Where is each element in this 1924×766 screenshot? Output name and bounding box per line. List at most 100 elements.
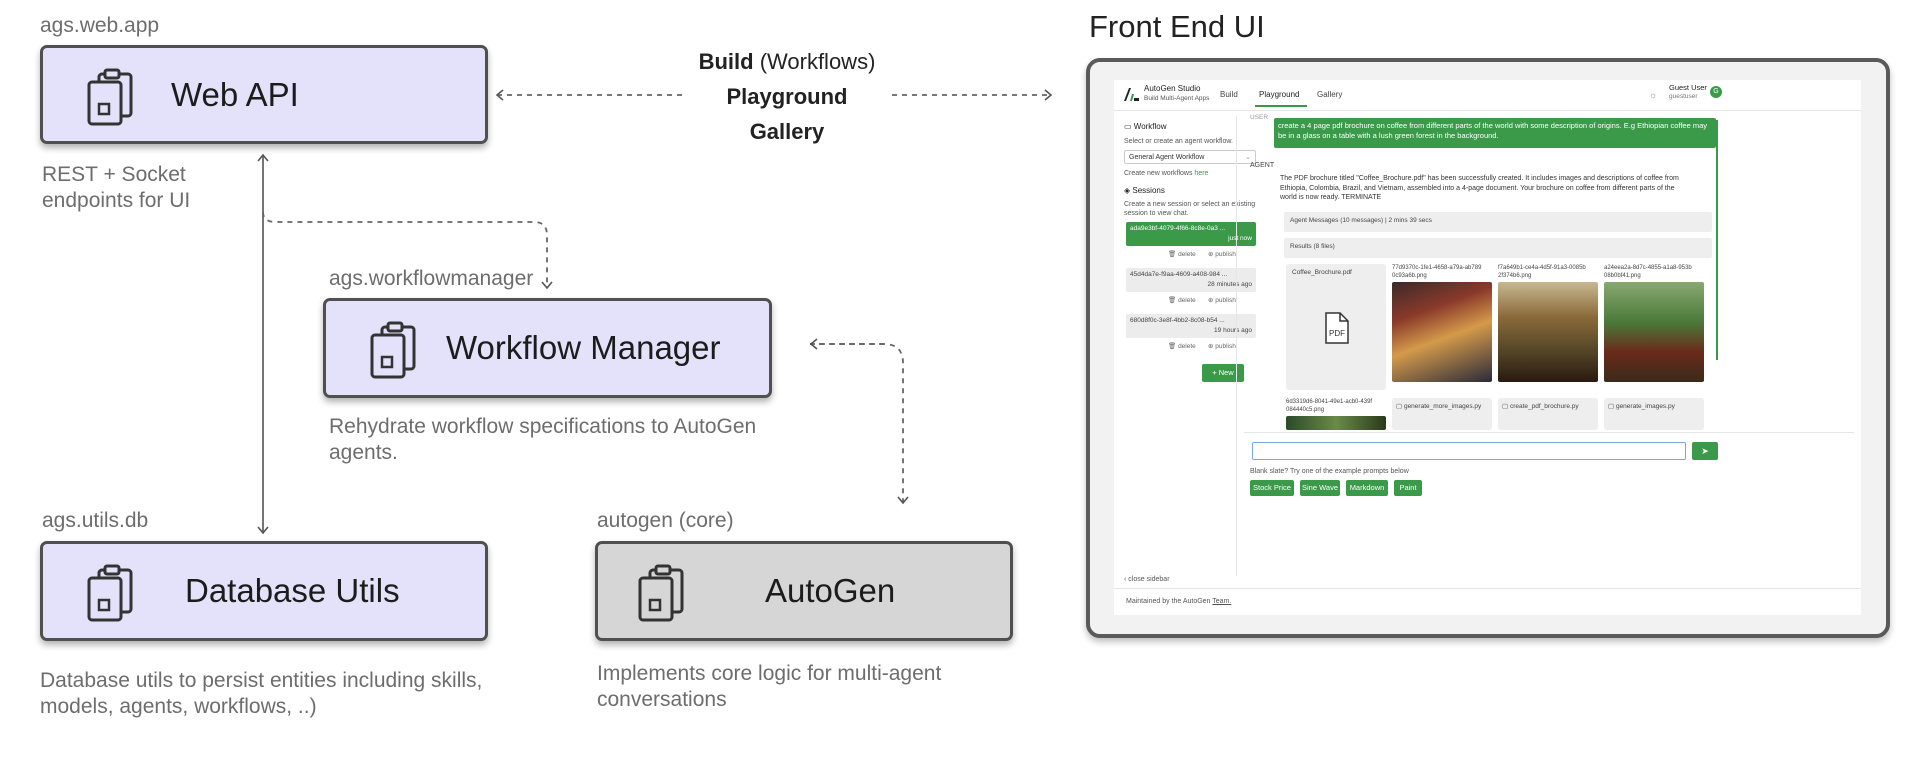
sessions-heading-text: Sessions xyxy=(1132,186,1165,195)
chevron-left-icon: ‹ xyxy=(1124,576,1129,583)
footer-divider xyxy=(1114,588,1861,589)
theme-sun-icon[interactable]: ☼ xyxy=(1649,90,1658,100)
prompt-chip-paint[interactable]: Paint xyxy=(1394,480,1422,496)
file-name: a24eea2a-8d7c-4855-a1a8-953b 08b0bf41.pn… xyxy=(1604,265,1692,279)
file-icon: ▢ xyxy=(1502,403,1510,410)
prompt-hint: Blank slate? Try one of the example prom… xyxy=(1250,468,1409,475)
workflow-hint: Select or create an agent workflow. xyxy=(1124,138,1233,145)
new-session-label: New xyxy=(1218,368,1234,377)
session-time: 28 minutes ago xyxy=(1207,281,1252,288)
tab-playground-underline xyxy=(1255,105,1307,107)
user-name: Guest User xyxy=(1669,83,1707,92)
interaction-label: Build (Workflows) Playground Gallery xyxy=(677,44,897,149)
database-package-label: ags.utils.db xyxy=(42,509,149,532)
agent-messages-summary: Agent Messages (10 messages) | 2 mins 39… xyxy=(1290,217,1432,224)
session-publish[interactable]: ⊕ publish xyxy=(1208,297,1236,304)
input-divider xyxy=(1244,432,1854,433)
new-session-button[interactable]: + New xyxy=(1202,364,1244,382)
result-image[interactable] xyxy=(1498,282,1598,382)
file-name: ▢ generate_images.py xyxy=(1608,403,1675,410)
file-name: 6d3319d6-8041-49e1-acb0-439f 084440c5.pn… xyxy=(1286,399,1373,413)
result-file-py[interactable]: ▢ generate_images.py xyxy=(1604,398,1704,430)
prompt-chip-markdown[interactable]: Markdown xyxy=(1346,480,1388,496)
create-workflow-link[interactable]: here xyxy=(1194,170,1209,177)
svg-text:PDF: PDF xyxy=(1329,329,1345,338)
session-publish[interactable]: ⊕ publish xyxy=(1208,343,1236,350)
session-item[interactable]: 680d8f0c-3e8f-4bb2-8c08-b54 ... 19 hours… xyxy=(1126,314,1256,338)
database-desc-line1: Database utils to persist entities inclu… xyxy=(40,669,483,692)
result-image[interactable] xyxy=(1392,282,1492,382)
session-id: ada9e3bf-4079-4f66-8c8e-0a3 ... xyxy=(1130,225,1226,232)
database-title: Database Utils xyxy=(185,572,400,609)
plus-icon: + xyxy=(1212,368,1219,377)
user-id: guestuser xyxy=(1669,93,1698,100)
webapi-box: Web API xyxy=(40,45,488,144)
tab-gallery[interactable]: Gallery xyxy=(1317,90,1343,99)
file-name: ▢ generate_more_images.py xyxy=(1396,403,1482,410)
footer-text: Maintained by the AutoGen xyxy=(1126,598,1213,605)
autogen-logo-icon xyxy=(1124,88,1139,101)
workflow-heading-text: Workflow xyxy=(1133,122,1167,131)
send-button[interactable]: ➤ xyxy=(1692,442,1718,460)
avatar[interactable]: G xyxy=(1710,86,1722,98)
session-id: 45d4da7e-f9aa-4609-a408-984 ... xyxy=(1130,271,1228,278)
database-desc-line2: models, agents, workflows, ..) xyxy=(40,695,317,718)
chevron-down-icon: ⌄ xyxy=(1245,154,1251,161)
result-file-py[interactable]: ▢ create_pdf_brochure.py xyxy=(1498,398,1598,430)
session-delete[interactable]: 🗑 delete xyxy=(1168,251,1196,258)
session-publish[interactable]: ⊕ publish xyxy=(1208,251,1236,258)
file-name: f7a649b1-ce4a-4d5f-91a3-0085b 2f374b6.pn… xyxy=(1498,265,1586,279)
workflowmanager-desc-line1: Rehydrate workflow specifications to Aut… xyxy=(329,415,757,438)
clipboard-icon xyxy=(87,564,133,622)
arrow-webapi-to-workflowmanager xyxy=(262,211,553,290)
tab-playground[interactable]: Playground xyxy=(1259,90,1300,99)
agent-message: The PDF brochure titled "Coffee_Brochure… xyxy=(1280,175,1679,201)
result-image[interactable] xyxy=(1286,416,1386,430)
prompt-chip-stock-price[interactable]: Stock Price xyxy=(1250,480,1294,496)
result-file-pdf[interactable]: Coffee_Brochure.pdf PDF xyxy=(1286,264,1386,390)
footer-team-link[interactable]: Team. xyxy=(1212,598,1232,605)
workflowmanager-description: Rehydrate workflow specifications to Aut… xyxy=(329,414,756,466)
database-description: Database utils to persist entities inclu… xyxy=(40,668,482,720)
results-heading: Results (8 files) xyxy=(1290,243,1335,250)
sessions-heading: ◈ Sessions xyxy=(1124,186,1165,195)
webapi-desc-line2: endpoints for UI xyxy=(42,189,191,212)
results-collapsible[interactable]: Results (8 files) xyxy=(1284,238,1712,258)
session-delete[interactable]: 🗑 delete xyxy=(1168,343,1196,350)
close-sidebar[interactable]: ‹ close sidebar xyxy=(1124,576,1170,583)
webapi-description: REST + Socket endpoints for UI xyxy=(42,162,190,214)
build-line: Build (Workflows) xyxy=(677,44,897,79)
workflow-select-value: General Agent Workflow xyxy=(1129,154,1205,161)
autogen-box: AutoGen xyxy=(595,541,1013,641)
create-workflow-prefix: Create new workflows xyxy=(1124,170,1195,177)
session-item[interactable]: ada9e3bf-4079-4f66-8c8e-0a3 ... just now xyxy=(1126,222,1256,246)
session-time: just now xyxy=(1228,235,1252,242)
session-delete[interactable]: 🗑 delete xyxy=(1168,297,1196,304)
brand-name: AutoGen Studio xyxy=(1144,84,1201,93)
file-icon: ▢ xyxy=(1396,403,1404,410)
agent-tag: AGENT xyxy=(1250,162,1275,169)
database-box: Database Utils xyxy=(40,541,488,641)
tab-build[interactable]: Build xyxy=(1220,90,1238,99)
autogen-package-label: autogen (core) xyxy=(597,509,734,532)
footer: Maintained by the AutoGen Team. xyxy=(1126,598,1231,605)
workflow-select[interactable]: General Agent Workflow ⌄ xyxy=(1124,150,1256,164)
user-message: create a 4 page pdf brochure on coffee f… xyxy=(1274,118,1716,148)
create-workflow-hint: Create new workflows here xyxy=(1124,170,1208,177)
header-divider xyxy=(1114,110,1861,111)
prompt-chip-sine-wave[interactable]: Sine Wave xyxy=(1300,480,1340,496)
webapi-package-label: ags.web.app xyxy=(40,14,160,37)
file-name: ▢ create_pdf_brochure.py xyxy=(1502,403,1579,410)
session-item[interactable]: 45d4da7e-f9aa-4609-a408-984 ... 28 minut… xyxy=(1126,268,1256,292)
agent-messages-collapsible[interactable]: Agent Messages (10 messages) | 2 mins 39… xyxy=(1284,212,1712,232)
pdf-file-icon: PDF xyxy=(1325,312,1349,344)
workflowmanager-box: Workflow Manager xyxy=(323,298,772,398)
arrow-autogen-workflowmanager xyxy=(810,343,909,505)
result-file-py[interactable]: ▢ generate_more_images.py xyxy=(1392,398,1492,430)
file-icon: ▢ xyxy=(1608,403,1616,410)
session-id: 680d8f0c-3e8f-4bb2-8c08-b54 ... xyxy=(1130,317,1225,324)
chat-input[interactable] xyxy=(1252,442,1686,460)
chat-scrollbar[interactable] xyxy=(1716,120,1718,360)
result-image[interactable] xyxy=(1604,282,1704,382)
